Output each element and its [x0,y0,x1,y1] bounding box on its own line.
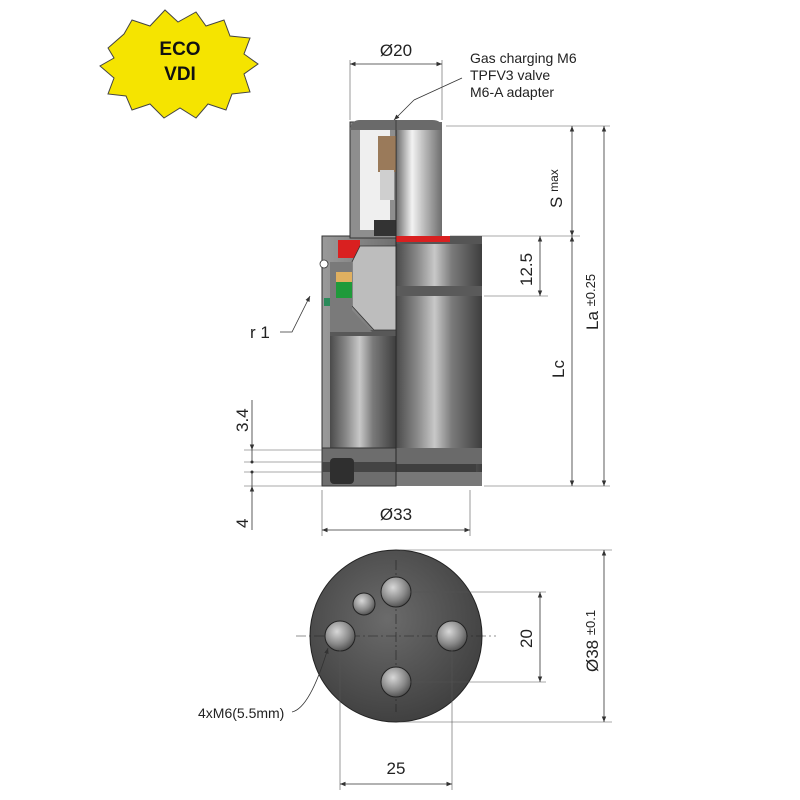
dim-radius: r 1 [250,295,311,342]
dim-label-radius: r 1 [250,323,270,342]
pin-hole [352,592,376,616]
dim-label-thread: 4xM6(5.5mm) [198,705,284,721]
gas-charging-callout: Gas charging M6 TPFV3 valve M6-A adapter [470,50,577,100]
dim-label-top-diameter: Ø20 [380,41,412,60]
piston-rod [396,122,442,238]
dim-label-hole-spacing-v: 20 [517,629,536,648]
mount-hole-top [380,576,412,608]
dim-length-a: La ±0.25 [583,126,607,486]
dim-label-flange-diameter: Ø38 ±0.1 [583,610,602,672]
mount-hole-left [324,620,356,652]
mount-hole-right [436,620,468,652]
dim-label-base-height: 4 [233,519,252,528]
dim-label-body-diameter: Ø33 [380,505,412,524]
badge-line1: ECO [159,39,200,60]
bottom-view [296,549,496,723]
callout-line1: Gas charging M6 [470,50,577,66]
dim-groove-base: 3.4 4 [233,400,322,530]
dim-length-c: Lc [549,236,575,486]
dim-hole-spacing-h: 25 [339,650,453,790]
dim-stroke: S max [547,126,575,236]
dim-flange-diameter: Ø38 ±0.1 [400,549,612,723]
dim-thread: 4xM6(5.5mm) [198,647,329,721]
dim-hole-spacing-v: 20 [410,591,546,683]
starburst-icon [99,9,259,119]
dim-body-diameter: Ø33 [321,490,471,536]
eco-vdi-badge: ECO VDI [99,9,259,119]
dim-label-stroke: S max [547,169,566,208]
mount-hole-bottom [380,666,412,698]
body-exterior [396,236,482,486]
dim-label-hole-spacing-h: 25 [387,759,406,778]
dim-label-groove: 3.4 [233,408,252,432]
callout-line2: TPFV3 valve [470,67,550,83]
gas-valve [378,136,396,172]
side-view [319,77,482,487]
callout-line3: M6-A adapter [470,84,554,100]
dim-top-diameter: Ø20 [349,41,443,120]
dim-seal-offset: 12.5 [517,236,543,296]
dim-label-length-a: La ±0.25 [583,274,602,330]
wiper-green [336,282,352,298]
badge-line2: VDI [164,64,196,85]
base-pin [330,458,354,484]
rod-seal [396,236,450,242]
dim-label-seal-offset: 12.5 [517,253,536,286]
dim-label-length-c: Lc [549,360,568,378]
